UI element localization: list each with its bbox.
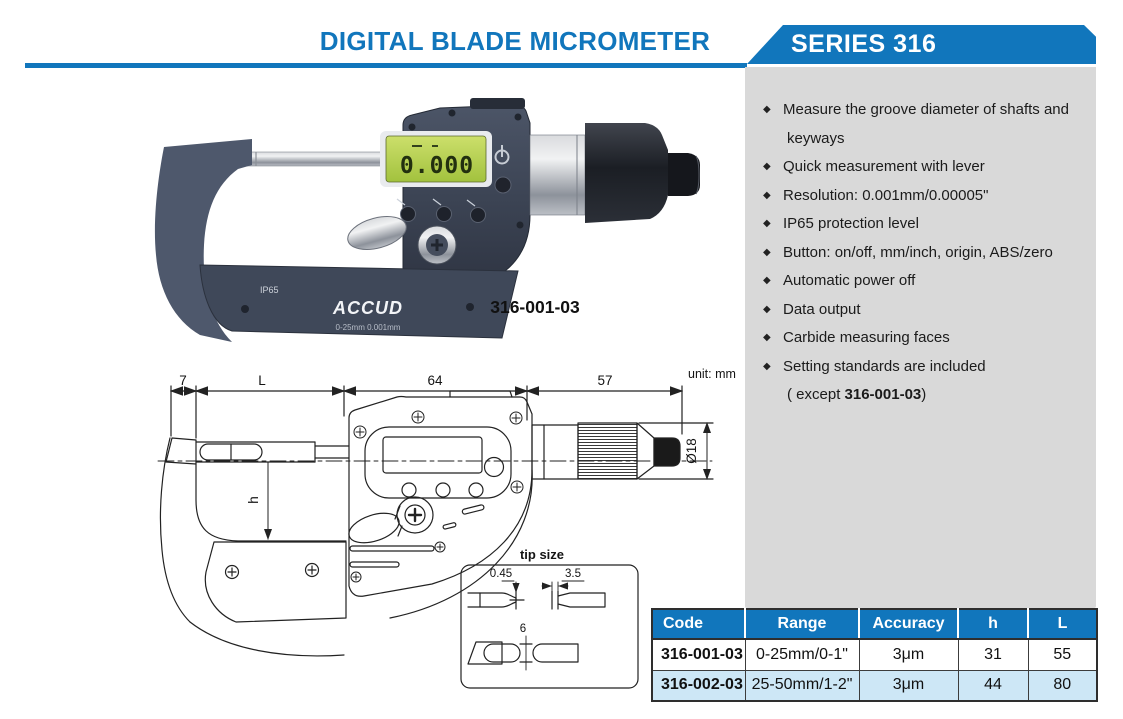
feature-text: Quick measurement with lever (783, 158, 985, 175)
page-title: DIGITAL BLADE MICROMETER (319, 26, 711, 56)
plate-screw (466, 303, 474, 311)
feature-text: Measure the groove diameter of shafts an… (783, 101, 1069, 118)
feature-item: ◆ Automatic power off (763, 267, 1085, 296)
lcd-screen (385, 135, 487, 183)
plate-screw (241, 305, 249, 313)
spec-table-header-row: Code Range Accuracy h L (652, 609, 1097, 640)
dim-L-label: L (258, 373, 266, 388)
diamond-bullet-icon: ◆ (763, 218, 771, 229)
power-button (494, 176, 512, 194)
diamond-bullet-icon: ◆ (763, 246, 771, 258)
diamond-bullet-icon: ◆ (763, 104, 771, 115)
tip-dim-c-label: 6 (520, 623, 526, 635)
feature-item: ◆ Measure the groove diameter of shafts … (763, 96, 1085, 153)
feature-item: ◆ Resolution: 0.001mm/0.00005" (763, 182, 1085, 211)
features-panel (745, 67, 1096, 608)
col-header-accuracy: Accuracy (858, 609, 958, 640)
unit-label: unit: mm (688, 367, 736, 381)
photo-plate (199, 264, 519, 339)
dim-dia-label: Ø18 (684, 438, 699, 464)
feature-item: ◆ Button: on/off, mm/inch, origin, ABS/z… (763, 239, 1085, 268)
diamond-bullet-icon: ◆ (763, 189, 771, 201)
feature-text: Data output (783, 300, 861, 318)
exception-suffix: ) (921, 386, 927, 403)
photo-frame (154, 139, 252, 342)
col-header-range: Range (744, 609, 859, 640)
feature-text: IP65 protection level (783, 215, 919, 232)
cell-range: 25-50mm/1-2" (744, 669, 860, 702)
cell-range: 0-25mm/0-1" (744, 638, 860, 671)
feature-item: ◆ IP65 protection level (763, 210, 1085, 239)
range-label: 0-25mm 0.001mm (336, 323, 401, 332)
cap-highlight (695, 155, 700, 195)
feature-text: Setting standards are included (783, 357, 986, 375)
photo-top-cap (470, 98, 525, 109)
diamond-bullet-icon: ◆ (763, 275, 771, 286)
feature-item: ◆ Quick measurement with lever (763, 153, 1085, 182)
spec-table: Code Range Accuracy h L 316-001-03 0-25m… (651, 608, 1098, 702)
cell-l: 55 (1027, 638, 1098, 671)
product-photo: 0.000 IP65 ACCUD 0-25mm 0.001mm (154, 98, 700, 342)
lcd-value: 0.000 (400, 153, 474, 179)
features-list: ◆ Measure the groove diameter of shafts … (763, 96, 1085, 410)
cell-code: 316-001-03 (651, 638, 746, 671)
phillips-cross-icon (431, 239, 443, 251)
photo-ratchet (585, 123, 668, 223)
feature-text: Carbide measuring faces (783, 329, 950, 346)
cell-accuracy: 3μm (858, 638, 959, 671)
feature-text: Automatic power off (783, 272, 916, 289)
tip-dim-a-label: 0.45 (490, 568, 512, 580)
diamond-bullet-icon: ◆ (763, 303, 771, 315)
power-icon (494, 145, 510, 165)
function-buttons (396, 198, 486, 223)
title-underline (25, 63, 747, 68)
feature-item: ◆ Data output (763, 296, 1085, 325)
dim-57-label: 57 (597, 373, 612, 388)
dimension-drawing: 7 L 64 57 unit: mm Ø18 h tip size 0.45 3… (157, 367, 736, 689)
table-row: 316-002-03 25-50mm/1-2" 3μm 44 80 (651, 669, 1098, 702)
dim-7-label: 7 (179, 373, 187, 388)
feature-item: ◆ Carbide measuring faces (763, 324, 1085, 353)
cell-accuracy: 3μm (858, 669, 959, 702)
col-header-l: L (1027, 609, 1097, 640)
photo-lever (347, 216, 407, 250)
cell-h: 44 (957, 669, 1029, 702)
col-header-code: Code (652, 609, 745, 640)
col-header-h: h (957, 609, 1028, 640)
diamond-bullet-icon: ◆ (763, 360, 771, 372)
dim-h-label: h (246, 496, 261, 504)
diamond-bullet-icon: ◆ (763, 332, 771, 343)
feature-exception-note: ( except 316-001-03) (783, 381, 1085, 410)
cell-code: 316-002-03 (651, 669, 746, 702)
tip-dim-b-label: 3.5 (565, 568, 581, 580)
exception-prefix: ( except (787, 386, 845, 403)
feature-text: Button: on/off, mm/inch, origin, ABS/zer… (783, 243, 1053, 261)
exception-code: 316-001-03 (844, 386, 922, 403)
tip-size-title: tip size (520, 547, 564, 562)
diamond-bullet-icon: ◆ (763, 161, 771, 172)
feature-text-cont: keyways (787, 129, 845, 147)
photo-end-cap (668, 153, 700, 196)
series-badge: SERIES 316 (747, 25, 1096, 64)
table-row: 316-001-03 0-25mm/0-1" 3μm 31 55 (651, 638, 1098, 671)
cell-l: 80 (1027, 669, 1098, 702)
brand-logo: ACCUD (332, 298, 403, 318)
model-number-label: 316-001-03 (490, 297, 580, 317)
cell-h: 31 (957, 638, 1029, 671)
feature-item: ◆ Setting standards are included ( excep… (763, 353, 1085, 410)
dim-64-label: 64 (427, 373, 443, 388)
photo-sleeve (529, 134, 586, 216)
ip-rating-label: IP65 (260, 285, 279, 295)
feature-text: Resolution: 0.001mm/0.00005" (783, 186, 989, 204)
